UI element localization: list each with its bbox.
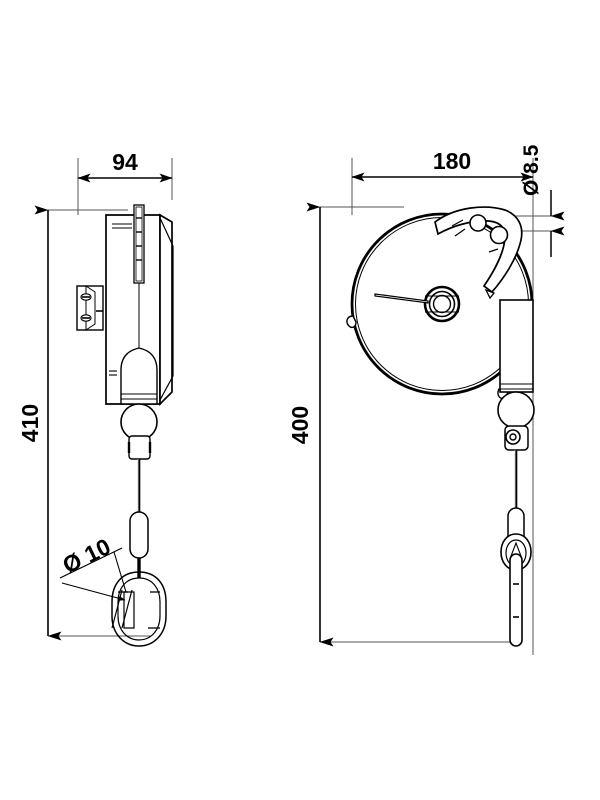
dimension-410-label: 410 bbox=[17, 404, 43, 442]
dimension-dia-10-label: Ø 10 bbox=[58, 533, 114, 578]
cable-guide-cone-side bbox=[120, 347, 158, 405]
snap-hook-side bbox=[111, 571, 167, 647]
cable-stop-clamp-side bbox=[127, 435, 152, 460]
front-view-housing-strip bbox=[499, 299, 534, 393]
dimension-410: 410 bbox=[17, 205, 62, 641]
rubber-buffer-ball-front bbox=[497, 391, 535, 429]
wire-rope-side bbox=[137, 459, 141, 512]
rope-sleeve-side bbox=[129, 511, 149, 578]
cable-stop-clamp-front bbox=[504, 425, 529, 451]
side-view-group: 94 410 bbox=[17, 149, 174, 647]
dimension-400: 400 bbox=[287, 202, 334, 647]
dimension-dia-8-5-label: Ø 8.5 bbox=[520, 144, 543, 196]
drum-centre-hub bbox=[423, 285, 461, 323]
rubber-buffer-ball-side bbox=[120, 403, 158, 441]
wire-rope-front bbox=[514, 450, 518, 508]
dimension-180: 180 bbox=[351, 148, 534, 182]
dimension-94-label: 94 bbox=[112, 149, 138, 175]
mounting-bracket-side bbox=[76, 285, 104, 331]
suspension-bracket-front bbox=[434, 206, 523, 300]
dimension-94: 94 bbox=[77, 149, 173, 183]
snap-hook-front bbox=[500, 533, 532, 647]
spring-adjuster-strip bbox=[133, 204, 145, 355]
front-view-group: 180 400 Ø 8.5 bbox=[287, 144, 565, 655]
dimension-dia-8-5: Ø 8.5 bbox=[520, 144, 565, 257]
drum-radial-marker bbox=[374, 293, 429, 304]
dimension-180-label: 180 bbox=[433, 148, 471, 174]
dimension-dia-10: Ø 10 bbox=[58, 533, 127, 601]
dimension-400-label: 400 bbox=[287, 406, 313, 444]
housing-face-details bbox=[109, 223, 132, 376]
